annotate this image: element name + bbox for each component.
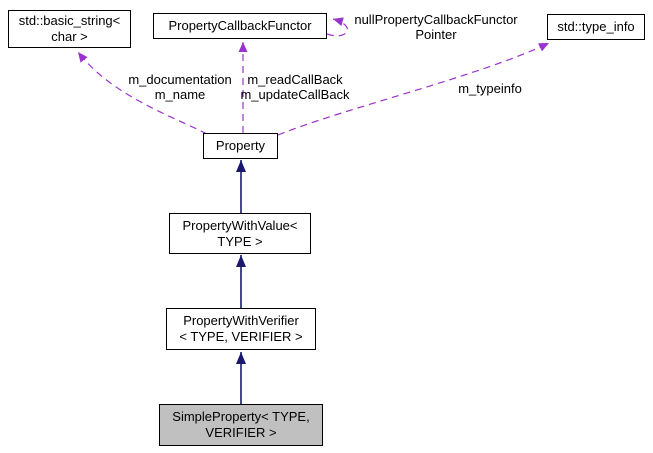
node-label-line: std::basic_string< [18,13,121,28]
edge-label-line: Pointer [415,27,457,42]
edge-label-line: nullPropertyCallbackFunctor [354,12,518,27]
node-property-with-verifier[interactable]: PropertyWithVerifier < TYPE, VERIFIER > [166,308,316,350]
edge-label-line: m_typeinfo [458,81,522,96]
node-label-line: PropertyWithValue< [182,217,298,233]
node-simple-property[interactable]: SimpleProperty< TYPE, VERIFIER > [159,404,323,446]
edge-label-callbacks: m_readCallBack m_updateCallBack [215,72,375,102]
node-label-line: VERIFIER > [205,425,277,440]
node-label-line: SimpleProperty< TYPE, [172,409,310,424]
edge-usage-property-to-typeinfo [277,42,550,136]
node-std-type-info[interactable]: std::type_info [547,14,645,40]
edge-label-null-functor-pointer: nullPropertyCallbackFunctor Pointer [346,12,526,42]
node-std-basic-string[interactable]: std::basic_string< char > [8,10,131,48]
edge-label-documentation-name: m_documentation m_name [100,72,260,102]
node-property-with-value[interactable]: PropertyWithValue< TYPE > [169,213,311,254]
node-property-callback-functor[interactable]: PropertyCallbackFunctor [153,13,327,39]
edge-label-line: m_name [154,87,206,102]
edge-label-typeinfo: m_typeinfo [440,81,540,96]
edge-label-line: m_documentation [128,72,232,87]
node-label-line: TYPE > [217,233,263,249]
edge-label-line: m_readCallBack [247,72,343,87]
edge-usage-property-to-basicstring [77,51,208,135]
edge-usage-callbackfunctor-self-loop [326,17,348,37]
node-label-line: std::type_info [557,19,635,34]
node-property[interactable]: Property [203,133,278,159]
node-label-line: < TYPE, VERIFIER > [179,329,303,344]
edge-label-line: m_updateCallBack [240,87,350,102]
node-label-line: char > [51,29,88,44]
node-label-line: Property [215,138,266,153]
node-label-line: PropertyCallbackFunctor [168,18,312,33]
node-label-line: PropertyWithVerifier [183,313,299,328]
